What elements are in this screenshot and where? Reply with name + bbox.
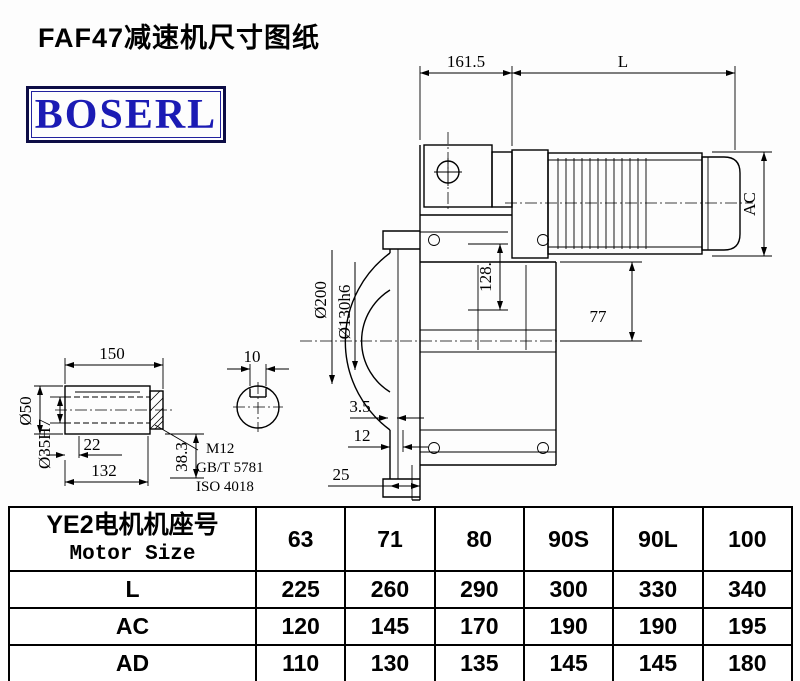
bolt-hole [428, 442, 440, 454]
motor-size-header-en: Motor Size [69, 543, 196, 566]
table-row-L: L 225 260 290 300 330 340 [8, 570, 794, 609]
shaft-detail [64, 385, 164, 435]
dim-key-width: 10 [244, 347, 261, 366]
table-cell: 290 [433, 570, 525, 609]
dim-step-25: 25 [333, 465, 350, 484]
output-flange [344, 230, 420, 498]
table-cell: 225 [254, 570, 347, 609]
motor [511, 149, 741, 259]
dimensions: 161.5 L AC Ø200 Ø130h6 128. 77 [16, 52, 772, 495]
table-cell: 340 [701, 570, 794, 609]
bolt-hole [537, 234, 549, 246]
row-label: AD [8, 644, 257, 681]
dim-axis-offset: 77 [590, 307, 608, 326]
dim-keyway-depth: 38.3 [172, 442, 191, 472]
motor-size-header-cell: YE2电机机座号 Motor Size [8, 506, 257, 572]
gearbox-housing [411, 144, 557, 501]
callout-std-iso: ISO 4018 [196, 479, 254, 495]
dim-flange-pilot: Ø130h6 [335, 285, 354, 340]
col-header: 71 [344, 506, 436, 572]
table-header-row: YE2电机机座号 Motor Size 63 71 80 90S 90L 100 [8, 506, 794, 572]
brand-logo: BOSERL [26, 86, 226, 143]
table-cell: 330 [612, 570, 704, 609]
col-header: 100 [701, 506, 794, 572]
keyway-detail [236, 385, 280, 429]
col-header: 90L [612, 506, 704, 572]
table-cell: 170 [433, 607, 525, 646]
dim-shaft-od: Ø50 [16, 396, 35, 425]
motor-body [547, 152, 703, 255]
dim-step-12: 12 [354, 426, 371, 445]
dim-flange-od: Ø200 [311, 281, 330, 319]
bolt-hole [428, 234, 440, 246]
dim-gap: 3.5 [349, 397, 370, 416]
motor-size-header-zh: YE2电机机座号 [46, 511, 219, 539]
col-header: 80 [433, 506, 525, 572]
dim-center-height: 128. [476, 262, 495, 292]
dim-key-22: 22 [84, 435, 101, 454]
row-label: AC [8, 607, 257, 646]
page-title: FAF47减速机尺寸图纸 [38, 23, 321, 53]
table-cell: 195 [701, 607, 794, 646]
table-cell: 145 [522, 644, 615, 681]
dim-motor-height: AC [740, 192, 759, 216]
fan-cowl [701, 156, 741, 251]
table-row-AC: AC 120 145 170 190 190 195 [8, 607, 794, 646]
table-cell: 260 [344, 570, 436, 609]
dim-motor-length: L [618, 52, 628, 71]
col-header: 90S [522, 506, 615, 572]
dim-housing-width: 161.5 [447, 52, 485, 71]
dim-bore: Ø35H7 [35, 418, 54, 469]
callout-std-gb: GB/T 5781 [196, 460, 264, 476]
table-cell: 145 [612, 644, 704, 681]
table-cell: 190 [612, 607, 704, 646]
motor-size-table: YE2电机机座号 Motor Size 63 71 80 90S 90L 100… [8, 506, 794, 681]
motor-cooling-fins [557, 158, 647, 249]
gearbox-dimension-drawing: 161.5 L AC Ø200 Ø130h6 128. 77 [16, 52, 772, 501]
table-cell: 135 [433, 644, 525, 681]
center-lines [55, 132, 753, 432]
dim-len-132: 132 [91, 461, 117, 480]
table-cell: 190 [522, 607, 615, 646]
dim-shaft-length: 150 [99, 344, 125, 363]
brand-logo-text: BOSERL [34, 91, 218, 138]
bolt-hole [537, 442, 549, 454]
row-label: L [8, 570, 257, 609]
motor-flange [511, 149, 549, 259]
table-cell: 300 [522, 570, 615, 609]
table-cell: 120 [254, 607, 347, 646]
table-cell: 130 [344, 644, 436, 681]
table-cell: 145 [344, 607, 436, 646]
hatching [149, 390, 164, 430]
callout-thread: M12 [206, 441, 234, 457]
table-cell: 180 [701, 644, 794, 681]
table-row-AD: AD 110 130 135 145 145 180 [8, 644, 794, 681]
table-cell: 110 [254, 644, 347, 681]
col-header: 63 [254, 506, 347, 572]
